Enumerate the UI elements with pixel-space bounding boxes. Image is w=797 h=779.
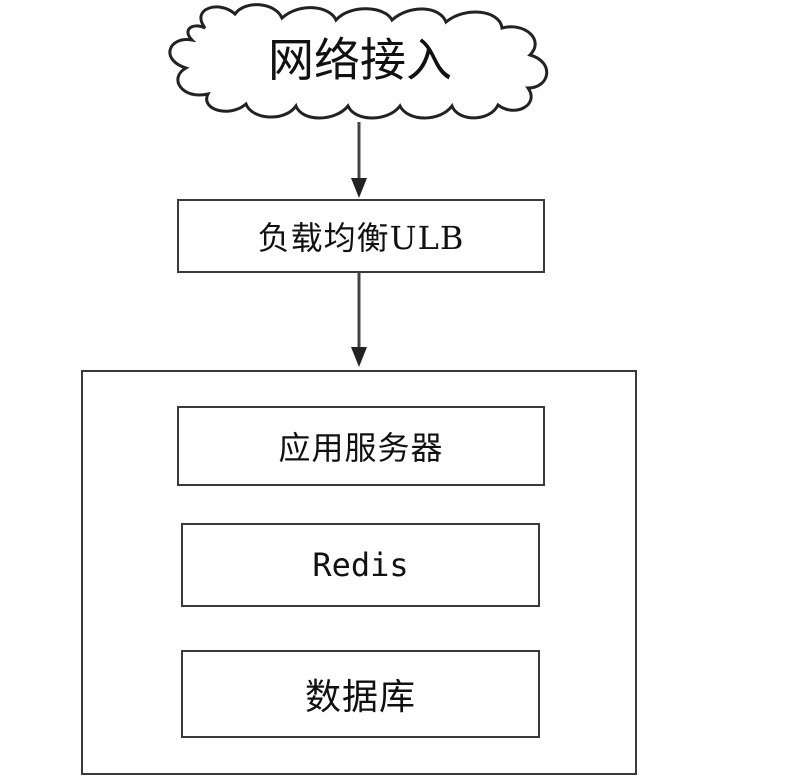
app-server-box: 应用服务器 (177, 406, 545, 486)
cloud-shape (168, 3, 549, 120)
database-label: 数据库 (304, 677, 416, 718)
redis-label: Redis (312, 546, 409, 584)
redis-box: Redis (181, 523, 540, 607)
app-server-label: 应用服务器 (278, 429, 444, 467)
load-balancer-label: 负载均衡ULB (257, 219, 465, 257)
database-box: 数据库 (181, 650, 540, 738)
arrow-ulb-to-container (351, 273, 367, 367)
cloud-label: 网络接入 (268, 33, 452, 87)
arrow-cloud-to-ulb (351, 122, 367, 198)
load-balancer-box: 负载均衡ULB (177, 199, 545, 273)
